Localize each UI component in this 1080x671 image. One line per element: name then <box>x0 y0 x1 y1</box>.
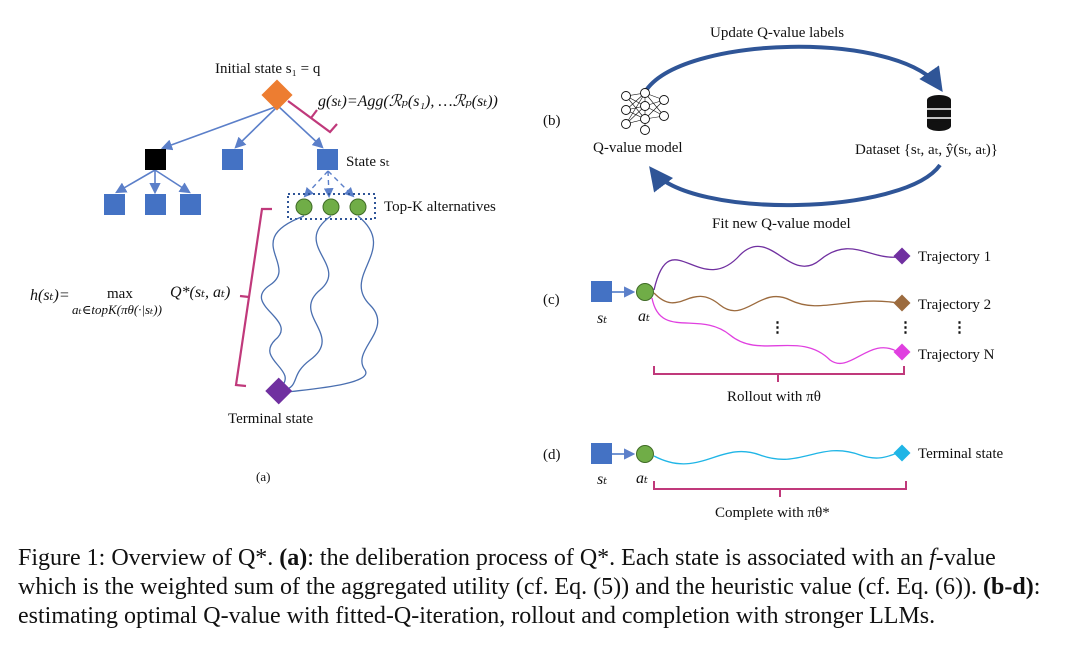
trajectory-n-path <box>651 297 899 365</box>
action-symbol: aₜ <box>636 470 648 487</box>
rollout-bracket <box>653 366 905 375</box>
panel-a-tag: (a) <box>256 469 270 484</box>
panel-c-tag: (c) <box>543 292 560 308</box>
initial-state-label: Initial state s₁ = q <box>215 61 321 77</box>
caption-a-text: : the deliberation process of Q*. Each s… <box>307 545 930 571</box>
trajectory-2-end <box>893 294 911 312</box>
h-formula-left: h(sₜ)= <box>30 287 70 304</box>
trajectory-2-path <box>653 292 899 312</box>
alternative-node <box>349 198 367 216</box>
terminal-state-node <box>265 377 293 405</box>
completion-path <box>653 450 899 465</box>
ellipsis: ⋮ <box>898 320 913 336</box>
caption-bd-tag: (b-d) <box>983 574 1034 600</box>
state-symbol: sₜ <box>597 310 607 327</box>
g-formula: g(sₜ)=Agg(ℛₚ(s₁), …ℛₚ(sₜ)) <box>318 93 498 110</box>
rollout-label: Rollout with πθ <box>727 389 821 405</box>
g-bracket <box>287 100 338 134</box>
trajectory-1-path <box>653 245 899 291</box>
topk-edges <box>303 170 355 198</box>
completion-end <box>893 444 911 462</box>
complete-label: Complete with πθ* <box>715 505 830 521</box>
terminal-state-label: Terminal state <box>228 411 314 427</box>
h-bracket <box>234 207 272 388</box>
topk-box <box>287 193 376 220</box>
h-max: max <box>107 286 133 302</box>
h-sub: aₜ∈topK(πθ(·|sₜ)) <box>72 302 162 317</box>
alternative-node <box>322 198 340 216</box>
caption-bd-text: : estimating optimal Q-value with fitted… <box>18 574 1041 629</box>
panel-d: (d) sₜ aₜ Terminal state Complete with π… <box>543 443 1004 521</box>
q-value-model-label: Q-value model <box>593 140 683 156</box>
panel-d-tag: (d) <box>543 447 561 463</box>
tree-node-leaf <box>145 194 166 215</box>
action-node <box>636 283 654 301</box>
complete-bracket <box>653 481 907 490</box>
tree-edges <box>115 105 324 195</box>
state-label: State sₜ <box>346 154 390 170</box>
panel-b-tag: (b) <box>543 113 561 129</box>
database-icon <box>927 95 951 131</box>
figure-caption: Figure 1: Overview of Q*. (a): the delib… <box>18 544 1058 631</box>
h-formula-right: Q*(sₜ, aₜ) <box>170 284 230 301</box>
fit-cycle-arrow <box>649 163 942 208</box>
state-node <box>591 281 612 302</box>
tree-node <box>222 149 243 170</box>
terminal-state-label: Terminal state <box>918 446 1004 462</box>
state-symbol: sₜ <box>597 471 607 488</box>
caption-f-italic: f <box>929 545 936 571</box>
initial-state-node <box>261 79 293 111</box>
caption-prefix: Figure 1: Overview of Q*. <box>18 545 280 571</box>
ellipsis: ⋮ <box>952 320 967 336</box>
caption-a-tag: (a) <box>279 545 308 571</box>
neural-network-icon <box>621 88 669 135</box>
action-symbol: aₜ <box>638 308 650 325</box>
tree-node-leaf <box>104 194 125 215</box>
alternative-node <box>295 198 313 216</box>
panel-c: (c) sₜ aₜ Trajectory 1 Trajectory 2 Traj… <box>543 245 995 405</box>
update-cycle-arrow <box>643 44 943 94</box>
fit-model-text: Fit new Q-value model <box>712 216 851 232</box>
caption-a-text2: -value which is the weighted sum of the … <box>18 545 996 600</box>
state-node <box>591 443 612 464</box>
panel-a: Initial state s₁ = q g(sₜ)=Agg(ℛₚ(s₁), …… <box>30 61 498 484</box>
update-labels-text: Update Q-value labels <box>710 25 844 41</box>
topk-label: Top-K alternatives <box>384 199 496 215</box>
tree-node-leaf <box>180 194 201 215</box>
panel-b: (b) Update Q-value labels Fit new Q-valu… <box>543 25 998 232</box>
state-node <box>317 149 338 170</box>
tree-node-black <box>145 149 166 170</box>
trajectory-1-end <box>893 247 911 265</box>
overview-figure: Initial state s₁ = q g(sₜ)=Agg(ℛₚ(s₁), …… <box>30 25 1004 521</box>
h-bracket-tick <box>239 294 250 299</box>
dataset-label: Dataset {sₜ, aₜ, ŷ(sₜ, aₜ)} <box>855 142 998 158</box>
g-bracket-tick <box>310 109 318 119</box>
trajectory-n-end <box>893 343 911 361</box>
ellipsis: ⋮ <box>770 320 785 336</box>
trajectory-label: Trajectory 2 <box>918 297 991 313</box>
action-node <box>636 445 654 463</box>
trajectory-label: Trajectory 1 <box>918 249 991 265</box>
rollout-paths <box>260 215 379 393</box>
trajectory-label: Trajectory N <box>918 347 995 363</box>
